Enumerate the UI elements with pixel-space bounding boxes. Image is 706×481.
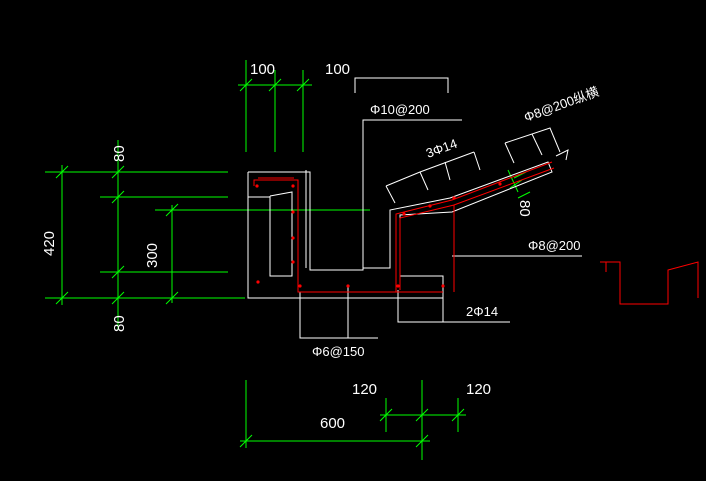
dim-left-upper: 80 — [111, 145, 128, 162]
dim-top-right: 100 — [325, 61, 350, 78]
rebar-lines — [253, 161, 699, 305]
callout-slope-rebar: Φ8@200纵横 — [522, 84, 601, 125]
callout-bottom-bars: 2Φ14 — [466, 304, 498, 319]
callout-top-rebar: Φ10@200 — [370, 102, 430, 117]
concrete-outline — [247, 77, 582, 339]
dim-slope-thickness: 80 — [516, 200, 533, 217]
dim-left-middle: 300 — [144, 243, 161, 268]
dim-bottom-right: 120 — [466, 381, 491, 398]
dim-left-lower: 80 — [111, 315, 128, 332]
dimension-lines — [45, 60, 531, 460]
dim-bottom-total: 600 — [320, 415, 345, 432]
dim-top-left: 100 — [250, 61, 275, 78]
dim-bottom-mid: 120 — [352, 381, 377, 398]
callout-right-rebar: Φ8@200 — [528, 238, 581, 253]
callout-stirrup: Φ6@150 — [312, 344, 365, 359]
rebar-dots — [255, 182, 502, 288]
dim-left-total: 420 — [41, 231, 58, 256]
callout-slope-bars: 3Φ14 — [424, 136, 459, 161]
